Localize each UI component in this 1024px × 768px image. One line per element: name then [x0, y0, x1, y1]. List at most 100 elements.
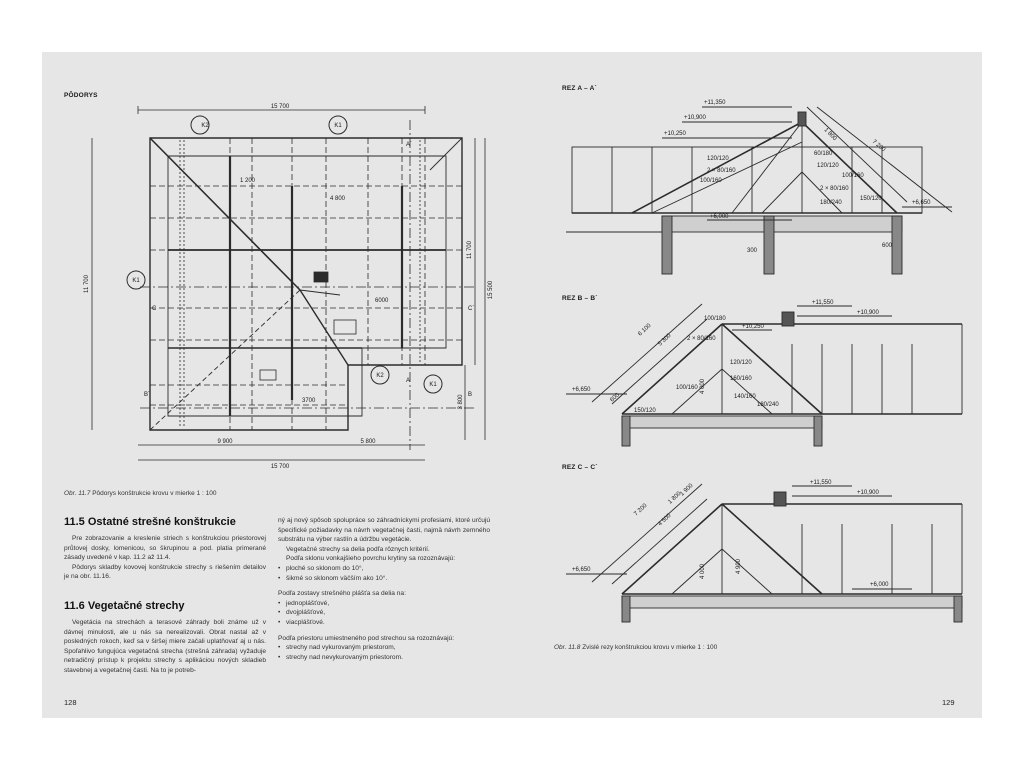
plan-dim-bottom-right: 5 800: [360, 439, 376, 445]
list-item: viacplášťové.: [278, 618, 490, 628]
section-11-5-para2: Pôdorys skladby kovovej konštrukcie stre…: [64, 563, 266, 581]
right-page: REZ A – A´: [512, 52, 982, 718]
bb-dim-4000: 4 000: [700, 378, 706, 394]
sections-caption-text: Zvislé rezy konštrukciou krovu v mierke …: [582, 644, 718, 651]
cc-level-10900: +10,900: [857, 490, 880, 496]
bb-dim-600: 600: [609, 392, 621, 404]
list-item: dvojplášťové,: [278, 608, 490, 618]
aa-dim-100-160: 100/160: [700, 178, 722, 184]
plan-label-k1-top: K1: [334, 123, 342, 129]
aa-level-11350: +11,350: [704, 100, 726, 106]
column2-list3: strechy nad vykurovaným priestorom, stre…: [278, 643, 490, 662]
plan-caption: Obr. 11.7 Pôdorys konštrukcie krovu v mi…: [64, 490, 216, 497]
cc-dim-1900: 1 900: [679, 483, 695, 498]
column2-para3: Podľa sklonu vonkajšieho povrchu krytiny…: [286, 555, 456, 563]
roof-plan-drawing: K2 K1 K1 K2 K1 C C´ B´ B A A´ 15 700 15 …: [84, 104, 494, 470]
plan-heading: PÔDORYS: [64, 92, 98, 99]
bb-level-6650: +6,650: [572, 387, 591, 393]
sections-caption-prefix: Obr. 11.8: [554, 644, 581, 651]
section-11-6-heading: 11.6 Vegetačné strechy: [64, 600, 185, 612]
section-11-5-body: Pre zobrazovanie a kreslenie striech s k…: [64, 534, 266, 582]
plan-grid-3700: 3700: [302, 398, 316, 404]
bb-dim-6100: 6 100: [637, 323, 653, 338]
plan-label-k1-bottom: K1: [429, 382, 437, 388]
aa-level-6650: +6,650: [912, 200, 931, 206]
bb-dim-150-120: 150/120: [634, 408, 656, 414]
cc-dim-7200: 7 200: [633, 503, 649, 518]
bb-dim-100-160: 100/160: [676, 385, 698, 391]
aa-dim-60-180: 60/180: [814, 151, 833, 157]
column2-para5: Podľa priestoru umiestneného pod strecho…: [278, 634, 455, 642]
list-item: šikmé so sklonom väčším ako 10°.: [278, 574, 490, 584]
plan-caption-text: Pôdorys konštrukcie krovu v mierke 1 : 1…: [92, 490, 217, 497]
bb-dim-2x80-160: 2 × 80/160: [687, 336, 716, 342]
cc-level-11550: +11,550: [810, 480, 832, 486]
aa-dim-2x80-160b: 2 × 80/160: [707, 168, 736, 174]
plan-label-k2-bottom: K2: [376, 373, 384, 379]
aa-dim-120-120b: 120/120: [707, 156, 729, 162]
plan-dim-top: 15 700: [271, 104, 290, 110]
page-number-right: 129: [942, 698, 955, 707]
plan-dim-bottom-left: 9 900: [217, 439, 233, 445]
book-spread: PÔDORYS: [42, 52, 982, 718]
plan-dim-right-b: 15 500: [488, 280, 494, 299]
aa-dim-100-160b: 100/160: [842, 173, 864, 179]
list-item: strechy nad vykurovaným priestorom,: [278, 643, 490, 653]
section-cc-title: REZ C – C´: [562, 464, 598, 471]
section-bb-drawing: +11,550 +10,900 +10,250 +6,650 6 100 5 3…: [566, 300, 963, 447]
sections-caption: Obr. 11.8 Zvislé rezy konštrukciou krovu…: [554, 644, 717, 651]
plan-label-b-prime: B´: [144, 392, 150, 398]
aa-dim-600: 600: [882, 243, 893, 249]
plan-label-c: C: [152, 306, 157, 312]
bb-dim-120-120: 120/120: [730, 360, 752, 366]
cc-dim-4000: 4 000: [700, 563, 706, 579]
column2-para4: Podľa zostavy strešného plášťa sa delia …: [278, 590, 406, 598]
aa-dim-2x80-160: 2 × 80/160: [820, 186, 849, 192]
left-column-2: ný aj nový spôsob spolupráce so záhradní…: [278, 516, 490, 662]
section-cc-drawing: +11,550 +10,900 +6,650 +6,000 7 200 4 50…: [566, 480, 963, 623]
cc-level-6000: +6,000: [870, 582, 889, 588]
plan-caption-prefix: Obr. 11.7: [64, 490, 91, 497]
plan-label-c-prime: C´: [468, 306, 474, 312]
plan-label-k2-top: K2: [201, 123, 209, 129]
plan-label-k1-left: K1: [132, 278, 140, 284]
plan-grid-4800: 4 800: [330, 196, 346, 202]
section-11-6-body: Vegetácia na strechách a terasové záhrad…: [64, 618, 266, 676]
section-aa-title: REZ A – A´: [562, 85, 597, 92]
column2-para1: ný aj nový spôsob spolupráce so záhradní…: [278, 517, 490, 544]
plan-grid-6000: 6000: [375, 298, 389, 304]
column2-list2: jednoplášťové, dvojplášťové, viacplášťov…: [278, 599, 490, 628]
bb-level-10900: +10,900: [857, 310, 880, 316]
section-11-5-heading: 11.5 Ostatné strešné konštrukcie: [64, 516, 236, 528]
aa-dim-180-240: 180/240: [820, 200, 842, 206]
plan-label-a-prime: A´: [406, 142, 412, 148]
aa-dim-1800: 1 800: [823, 127, 838, 142]
section-11-6-para1: Vegetácia na strechách a terasové záhrad…: [64, 619, 266, 674]
column2-list1: ploché so sklonom do 10°, šikmé so sklon…: [278, 564, 490, 583]
cc-dim-4900: 4 900: [736, 558, 742, 574]
section-11-5-para1: Pre zobrazovanie a kreslenie striech s k…: [64, 535, 266, 562]
bb-dim-100-180: 100/180: [704, 316, 726, 322]
page-number-left: 128: [64, 698, 77, 707]
bb-dim-140-160: 140/160: [734, 394, 756, 400]
aa-dim-300: 300: [747, 248, 758, 254]
plan-label-b: B: [468, 392, 472, 398]
section-aa-drawing: +11,350 +10,900 +10,250 +6,650 +6,000 1 …: [566, 100, 953, 275]
cc-dim-4500: 4 500: [657, 513, 673, 528]
cc-level-6650: +6,650: [572, 567, 591, 573]
plan-label-a: A: [406, 378, 410, 384]
section-bb-title: REZ B – B´: [562, 295, 598, 302]
aa-level-10900: +10,900: [684, 115, 707, 121]
plan-grid-1200: 1 200: [240, 178, 256, 184]
left-page: PÔDORYS: [42, 52, 512, 718]
bb-dim-5300: 5 300: [657, 333, 673, 348]
aa-level-10250: +10,250: [664, 131, 687, 137]
aa-dim-120-120: 120/120: [817, 163, 839, 169]
aa-dim-150-120: 150/120: [860, 196, 882, 202]
plan-dim-right-a: 11 700: [467, 240, 473, 259]
aa-level-6000: +6,000: [710, 214, 729, 220]
column2-para2: Vegetačné strechy sa delia podľa rôznych…: [286, 545, 430, 553]
list-item: ploché so sklonom do 10°,: [278, 564, 490, 574]
list-item: jednoplášťové,: [278, 599, 490, 609]
plan-dim-right-c: 3 800: [458, 394, 464, 410]
